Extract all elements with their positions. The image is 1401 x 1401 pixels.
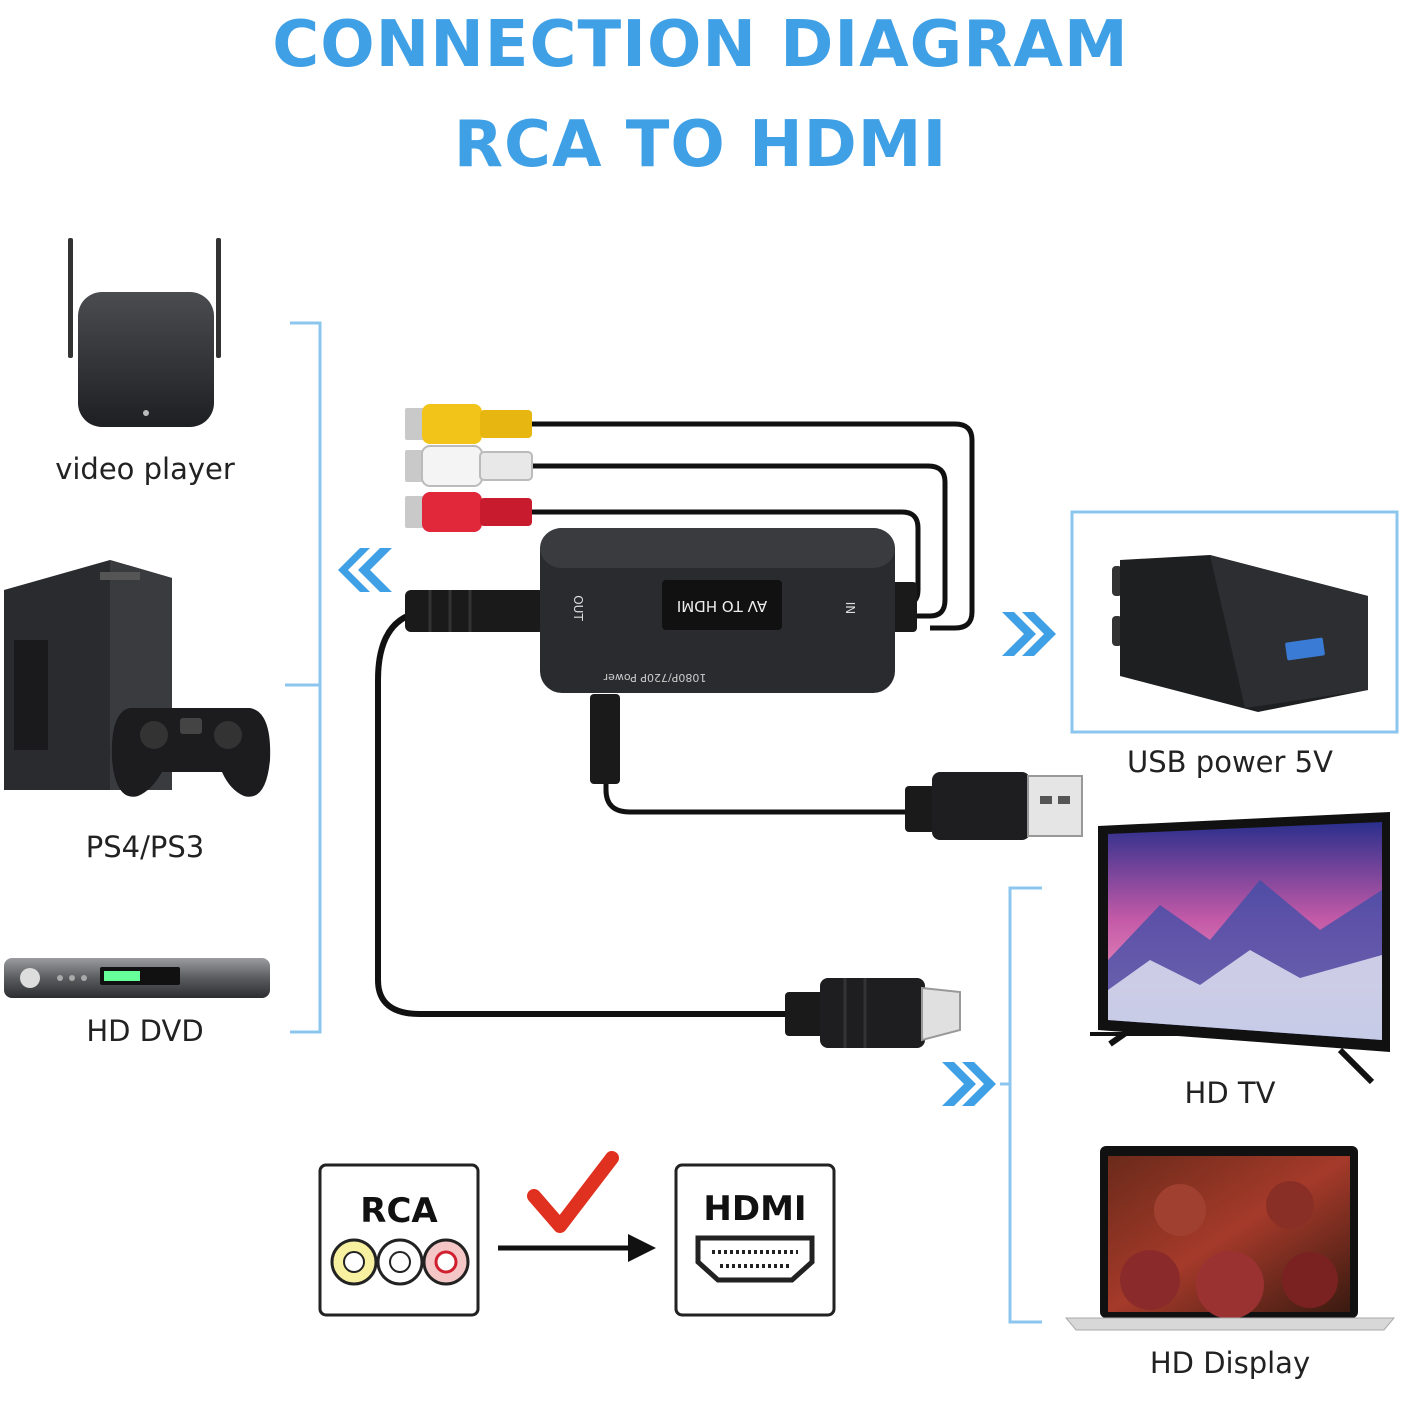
- displays-bracket: [1000, 886, 1042, 1324]
- double-chevron-right-icon: [942, 1062, 996, 1106]
- dvd-player-icon: [4, 958, 270, 998]
- converter-model-text: AV TO HDMI: [677, 597, 767, 615]
- hdmi-cable: [375, 609, 790, 1017]
- output-label-usb-power: USB power 5V: [1127, 745, 1333, 779]
- game-console-icon: [4, 560, 271, 797]
- rca-label: RCA: [360, 1191, 438, 1231]
- usb-charger-icon: [1112, 555, 1368, 712]
- rca-plug-yellow: [405, 404, 532, 444]
- hdmi-plug-icon: [785, 978, 961, 1048]
- double-chevron-right-icon: [1002, 612, 1056, 656]
- diagram-title-line1: CONNECTION DIAGRAM: [272, 8, 1129, 82]
- arrow-right-icon: [498, 1234, 656, 1262]
- hdmi-label: HDMI: [703, 1189, 806, 1229]
- output-label-hd-display: HD Display: [1149, 1346, 1311, 1380]
- tv-box-icon: [68, 238, 221, 427]
- out-cable-boot: [405, 590, 545, 632]
- converter-power-label: 1080P/720P Power: [603, 671, 706, 684]
- converter-out-label: OUT: [571, 595, 585, 621]
- output-label-hd-tv: HD TV: [1184, 1076, 1276, 1110]
- checkmark-icon: [527, 1151, 619, 1233]
- usb-plug-icon: [905, 772, 1083, 840]
- usb-power-frame: [1070, 510, 1399, 734]
- diagram-title-line2: RCA TO HDMI: [453, 108, 948, 182]
- rca-box: [318, 1163, 480, 1317]
- usb-cable: [603, 762, 910, 815]
- hdmi-box: [674, 1163, 836, 1317]
- sources-bracket: [285, 321, 322, 1034]
- converter-box: [540, 528, 895, 693]
- source-label-video-player: video player: [55, 452, 235, 486]
- rca-plug-white: [405, 445, 533, 487]
- rca-plug-red: [405, 492, 532, 532]
- laptop-icon: [1064, 1146, 1396, 1331]
- power-cable-boot: [590, 694, 620, 784]
- tv-icon: [1090, 812, 1390, 1085]
- source-label-ps4-ps3: PS4/PS3: [85, 830, 205, 864]
- converter-in-label: IN: [843, 602, 857, 615]
- double-chevron-left-icon: [338, 548, 392, 592]
- source-label-hd-dvd: HD DVD: [86, 1014, 204, 1048]
